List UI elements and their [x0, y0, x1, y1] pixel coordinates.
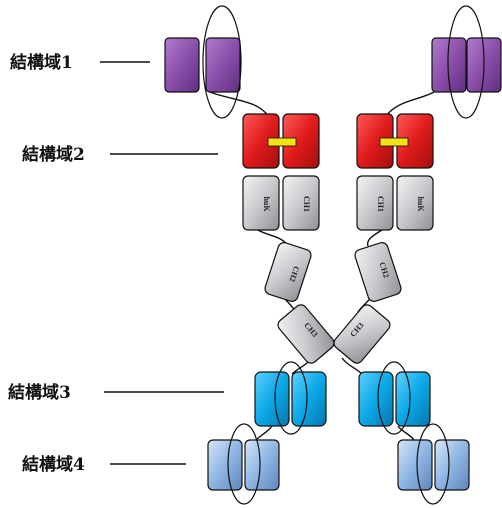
label-domain3-text: 結構域3	[8, 382, 71, 403]
cyan-box	[358, 371, 394, 427]
ch2-right: CH2	[354, 242, 402, 302]
loop-ring	[227, 423, 261, 505]
purple-box	[164, 37, 200, 93]
hulk-box	[242, 175, 280, 231]
purple-box	[431, 37, 467, 93]
loop-ring	[274, 361, 308, 435]
purple-box	[205, 37, 241, 93]
loop-ring	[377, 361, 411, 435]
label-domain3: 結構域3	[8, 382, 224, 403]
ch2-left: CH2	[264, 242, 312, 302]
cyan-box	[254, 371, 290, 427]
lightblue-box	[244, 439, 280, 491]
lightblue-box	[207, 439, 243, 491]
loop-ring	[416, 423, 450, 505]
ch1-label: CH1	[376, 196, 385, 212]
hulk-box	[396, 175, 434, 231]
domain1-right-pair	[431, 5, 502, 119]
label-domain4-text: 結構域4	[22, 454, 85, 475]
domain4-left-pair	[207, 423, 280, 505]
domain2-left-pair	[242, 113, 320, 169]
cyan-box	[291, 371, 327, 427]
label-domain4: 結構域4	[22, 454, 186, 475]
loop-ring	[202, 5, 242, 119]
constant-right-pair: CH1 huK	[356, 175, 434, 231]
label-domain2-text: 結構域2	[22, 144, 85, 165]
ch3-right: CH3	[333, 304, 391, 364]
label-domain1-text: 結構域1	[10, 52, 73, 73]
label-domain2: 結構域2	[22, 144, 218, 165]
hulk-label: huK	[262, 196, 271, 212]
constant-left-pair: huK CH1	[242, 175, 320, 231]
disulfide-bond	[267, 137, 297, 147]
ch2-box	[264, 242, 312, 302]
ch1-box	[356, 175, 394, 231]
domain1-left-pair	[164, 5, 242, 119]
domain3-right-pair	[358, 361, 431, 435]
ch2-box	[354, 242, 402, 302]
label-domain1: 結構域1	[10, 52, 150, 73]
disulfide-bond	[379, 137, 409, 147]
lightblue-box	[397, 439, 433, 491]
ch3-left: CH3	[277, 304, 335, 364]
domain2-right-pair	[356, 113, 434, 169]
cyan-box	[395, 371, 431, 427]
domain3-left-pair	[254, 361, 327, 435]
loop-ring	[447, 5, 485, 119]
hulk-label: huK	[416, 196, 425, 212]
domain4-right-pair	[397, 423, 470, 505]
ch1-box	[282, 175, 320, 231]
lightblue-box	[434, 439, 470, 491]
ch3-box	[277, 304, 335, 364]
ch1-label: CH1	[302, 196, 311, 212]
ch3-box	[333, 304, 391, 364]
